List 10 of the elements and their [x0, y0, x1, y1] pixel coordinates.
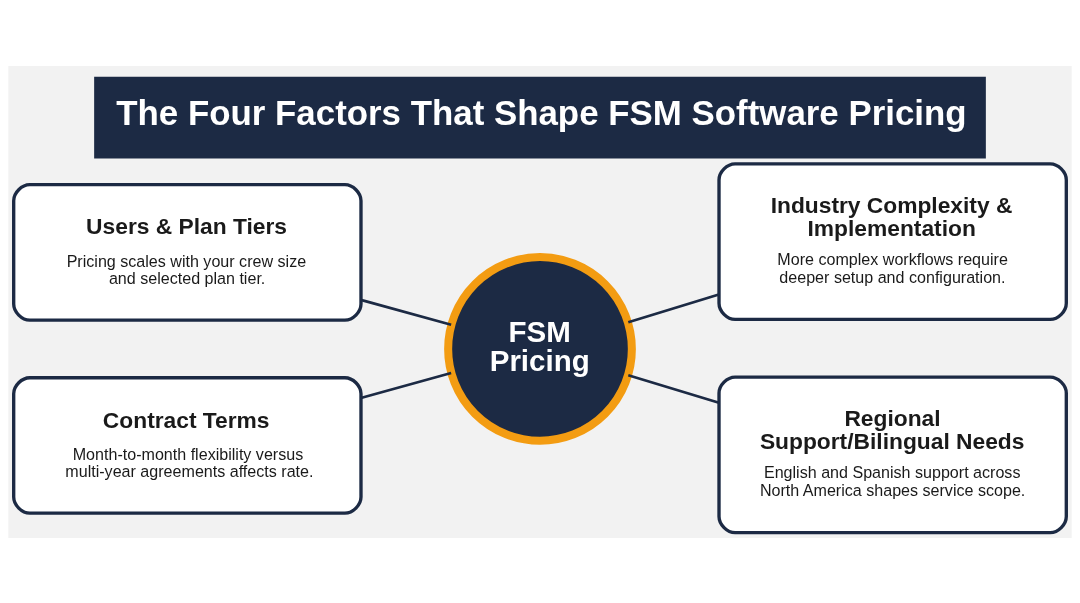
node-circle: FSM Pricing — [444, 252, 636, 445]
node-box: Regional Support/Bilingual Needs English and Spanish support across North America shapes service scope. — [717, 374, 1068, 534]
connector — [360, 298, 452, 326]
connector — [627, 373, 720, 404]
connector — [627, 292, 720, 324]
node-box: Contract Terms Month-to-month flexibility versus multi-year agreements affects rate. — [12, 375, 363, 515]
node-box: Industry Complexity & Implementation More complex workflows require deeper setup and configuration. — [717, 161, 1068, 321]
diagram-title: The Four Factors That Shape FSM Software Pricing — [116, 92, 967, 132]
connector — [360, 371, 452, 399]
node-box: Users & Plan Tiers Pricing scales with your crew size and selected plan tier. — [12, 182, 363, 322]
